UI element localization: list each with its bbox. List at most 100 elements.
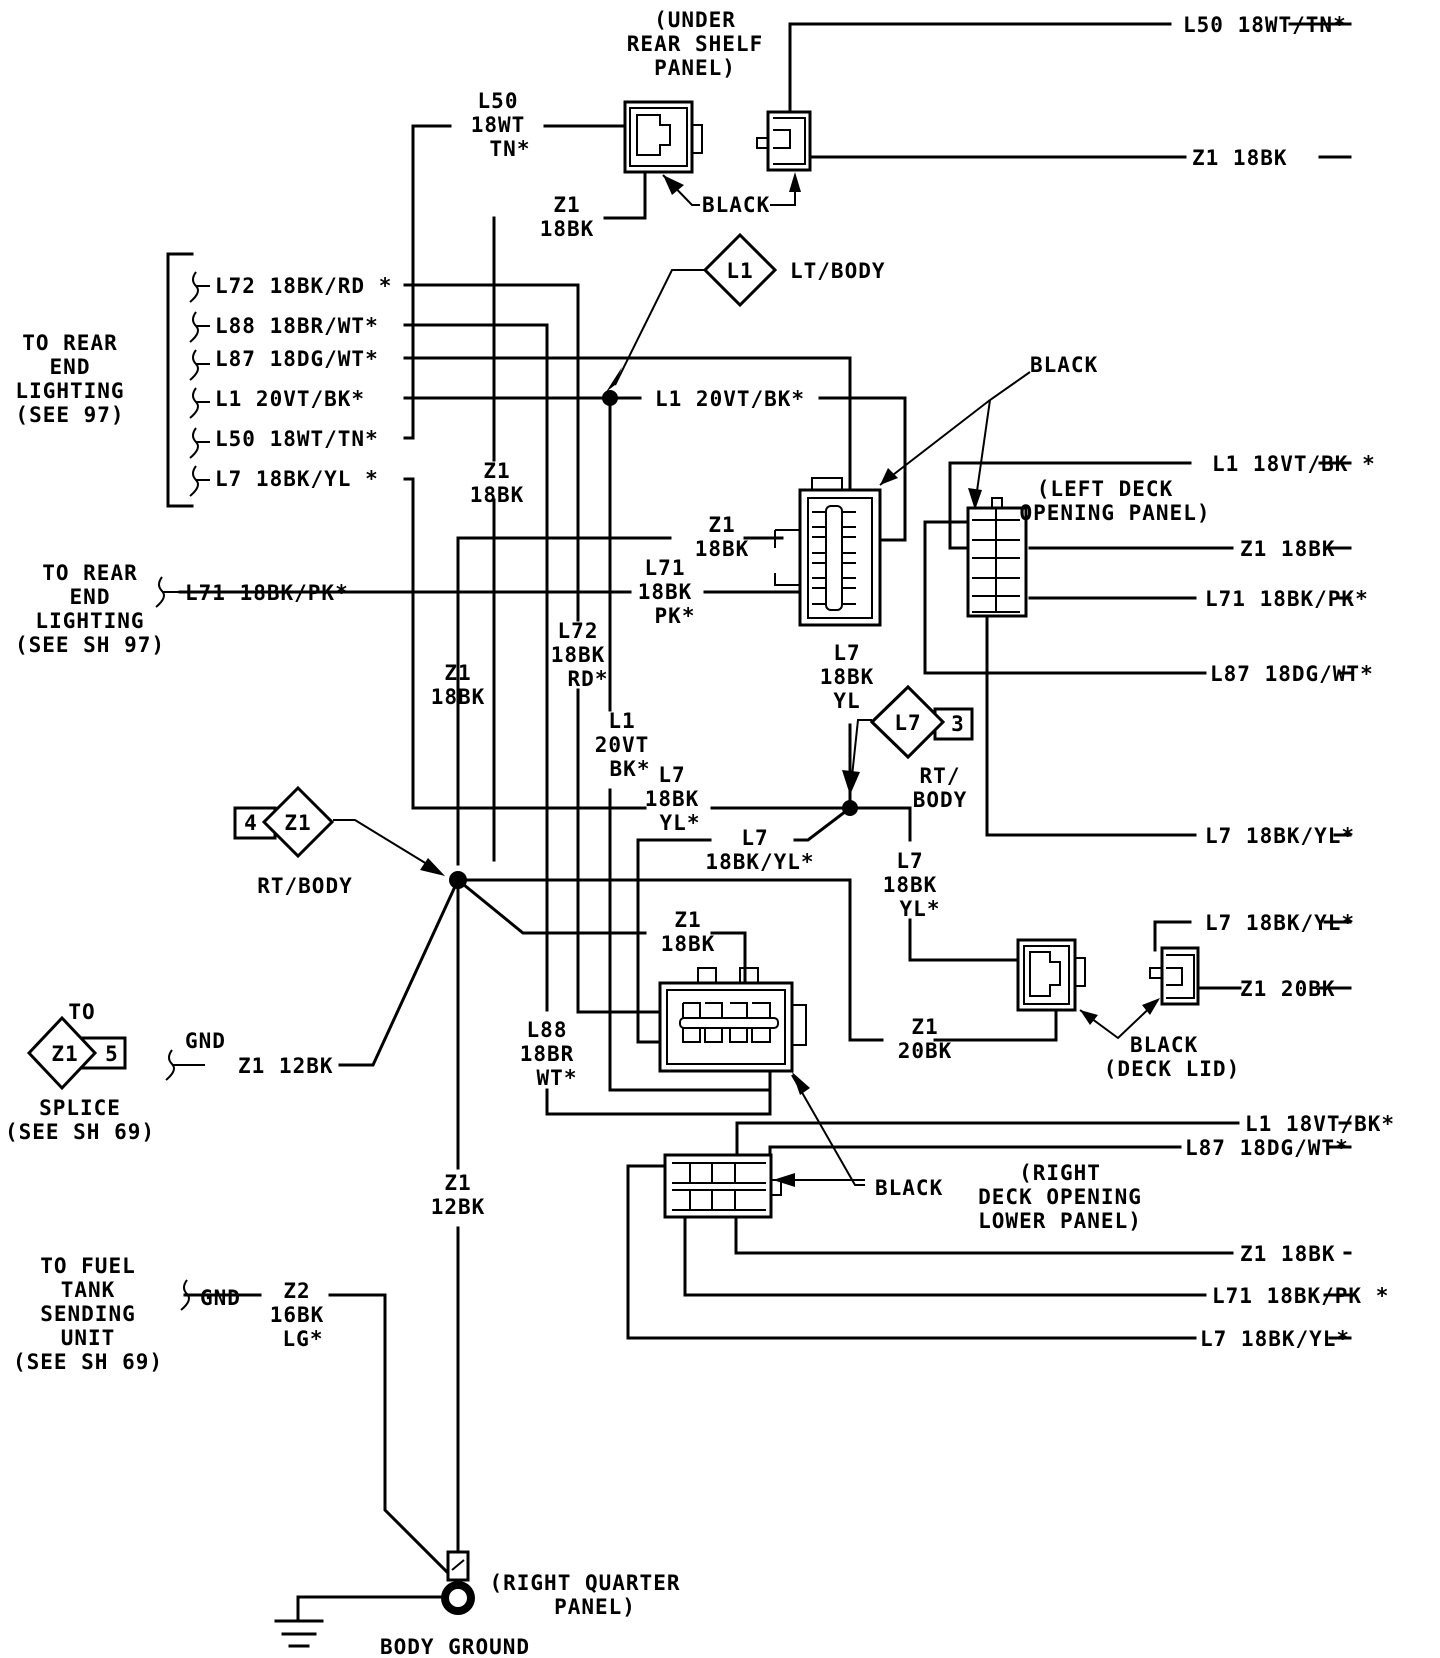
wire-z1-main <box>456 878 1058 1042</box>
label-right-l87-b: L87 18DG/WT* <box>1185 1136 1349 1160</box>
dest-rear-lighting-2: (SEE SH 97) <box>15 633 165 657</box>
svg-text:5: 5 <box>105 1042 119 1066</box>
label-black-mid: BLACK <box>1030 353 1098 377</box>
dest-fuel-tank: TO FUEL <box>40 1254 136 1278</box>
labels: (UNDER REAR SHELF PANEL) L50 18WT/TN* Z1… <box>5 8 1395 1658</box>
label-z1-12bk-vert: Z1 <box>444 1171 471 1195</box>
arrow-shelf-a <box>663 175 684 195</box>
dest-rear-lighting-1: END <box>50 355 91 379</box>
label-right-l87-a: L87 18DG/WT* <box>1210 662 1374 686</box>
label-right-l1-b: L1 18VT/BK* <box>1245 1112 1395 1136</box>
label-right-l71-b: L71 18BK/PK * <box>1212 1284 1389 1308</box>
svg-text:L7: L7 <box>894 711 921 735</box>
label-l71-left: L71 18BK/PK* <box>185 581 349 605</box>
location-right-quarter: (RIGHT QUARTER <box>489 1571 680 1595</box>
label-z2: 16BK <box>270 1303 325 1327</box>
location-right-deck: LOWER PANEL) <box>978 1209 1142 1233</box>
label-right-l71-a: L71 18BK/PK* <box>1205 587 1369 611</box>
arrow-right-deck <box>773 1173 795 1187</box>
label-l88-lower: WT* <box>537 1066 578 1090</box>
label-l71-conn: PK* <box>655 604 696 628</box>
label-l7-right-vert: L7 <box>896 849 923 873</box>
arrowheads <box>420 367 860 876</box>
black-leader-left <box>974 399 991 506</box>
location-right-deck: (RIGHT <box>1019 1161 1101 1185</box>
label-z1-shelf: 18BK <box>540 217 595 241</box>
bundle-wire-l72: L72 18BK/RD * <box>215 274 392 298</box>
bundle-bracket <box>166 252 194 508</box>
black-leader-lower <box>791 1074 865 1186</box>
dest-fuel-tank: SENDING <box>40 1302 136 1326</box>
label-l7-vert-top: 18BK <box>820 665 875 689</box>
label-right-l7-a: L7 18BK/YL* <box>1205 824 1355 848</box>
wire-splice-l1 <box>614 269 705 386</box>
label-l7-horiz: YL* <box>660 811 701 835</box>
label-l50-shelf: 18WT <box>471 113 526 137</box>
wire-left-l7 <box>985 608 1352 837</box>
dest-fuel-tank: UNIT <box>61 1326 116 1350</box>
label-rt-body-z1: RT/BODY <box>257 874 353 898</box>
location-under-rear-shelf-1: (UNDER <box>654 8 736 32</box>
connector-decklid-a <box>1016 938 1086 1012</box>
wire-z1-shelf <box>492 158 647 862</box>
svg-text:3: 3 <box>951 712 965 736</box>
label-l7-vert-top: YL <box>833 689 860 713</box>
arrow-shelf-b <box>789 172 801 192</box>
label-right-z1-20bk: Z1 20BK <box>1240 977 1336 1001</box>
label-z1-conn: Z1 <box>708 513 735 537</box>
dest-rear-lighting-1: TO REAR <box>22 331 118 355</box>
label-l1-vert: 20VT <box>595 733 650 757</box>
splice-l7: L7 3 <box>869 684 974 760</box>
label-l7-horiz: 18BK <box>645 787 700 811</box>
wire-l88 <box>403 323 772 1116</box>
arrow-mid <box>880 468 898 485</box>
wire-breakouts <box>155 271 210 1311</box>
label-l7-horiz: L7 <box>658 763 685 787</box>
label-z1-vert-a: Z1 <box>483 459 510 483</box>
label-z1-12bk-vert: 12BK <box>431 1195 486 1219</box>
label-right-z1-b: Z1 18BK <box>1240 1242 1336 1266</box>
wire-splice-z1 <box>333 819 441 873</box>
label-l71-conn: 18BK <box>638 580 693 604</box>
label-z1-shelf: Z1 <box>553 193 580 217</box>
dest-rear-lighting-2: END <box>70 585 111 609</box>
wire-l7-right <box>848 806 1032 962</box>
label-l7-diag: L7 <box>741 826 768 850</box>
wire-l50-top <box>788 22 1352 140</box>
label-splice: SPLICE <box>39 1096 121 1120</box>
label-l1-vert: L1 <box>608 709 635 733</box>
wire-z1-conn <box>456 536 784 866</box>
wire-z1-lower <box>455 877 747 1007</box>
label-l50-top-right: L50 18WT/TN* <box>1183 13 1347 37</box>
label-gnd-1: GND <box>185 1029 226 1053</box>
label-z1-20bk: Z1 <box>911 1015 938 1039</box>
wire-splice-l7 <box>849 719 872 796</box>
location-left-deck: OPENING PANEL) <box>1019 501 1210 525</box>
wire-left-l87 <box>923 520 1352 675</box>
svg-text:L1: L1 <box>726 259 753 283</box>
dest-fuel-tank: (SEE SH 69) <box>13 1350 163 1374</box>
wire-right-l1 <box>735 1121 1352 1162</box>
dest-rear-lighting-1: (SEE 97) <box>15 403 124 427</box>
label-l72-vert: L72 <box>558 619 599 643</box>
wire-left-l1 <box>948 461 1352 550</box>
wire-l1-vert <box>608 396 772 1092</box>
bundle-wire-l88: L88 18BR/WT* <box>215 314 379 338</box>
label-z2: LG* <box>283 1327 324 1351</box>
wire-ground <box>296 1595 442 1622</box>
connector-left-deck <box>966 497 1028 618</box>
bundle-wire-l7: L7 18BK/YL * <box>215 467 379 491</box>
label-right-z1-a: Z1 18BK <box>1240 537 1336 561</box>
label-l7-diag: 18BK/YL* <box>705 850 814 874</box>
wire-z1-12bk <box>338 878 460 1067</box>
label-l1-vert: BK* <box>610 757 651 781</box>
label-z1-vert-b: Z1 <box>444 661 471 685</box>
label-l7-vert-top: L7 <box>833 641 860 665</box>
svg-text:4: 4 <box>244 811 258 835</box>
bundle-wire-l1: L1 20VT/BK* <box>215 387 365 411</box>
connector-middle <box>774 477 882 627</box>
label-l7-right-vert: 18BK <box>883 873 938 897</box>
splice-l1: L1 <box>702 232 778 308</box>
wire-l50-shelf <box>403 124 642 440</box>
